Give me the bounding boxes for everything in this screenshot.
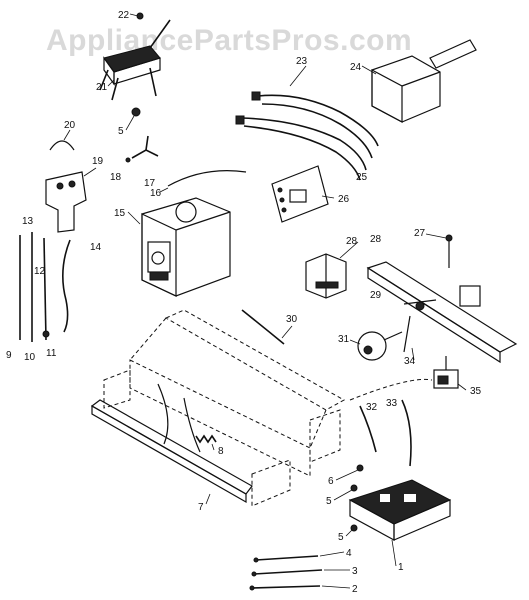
part-28-screw bbox=[445, 234, 453, 268]
callout-24: 23 bbox=[296, 56, 308, 67]
part-35-rod bbox=[403, 299, 437, 353]
callout-35: 34 bbox=[404, 356, 416, 367]
frame-assembly bbox=[90, 309, 346, 507]
part-17-wire bbox=[167, 170, 247, 187]
callout-1: 1 bbox=[398, 562, 404, 573]
callout-25: 24 bbox=[350, 62, 362, 73]
callout-11: 10 bbox=[24, 352, 36, 363]
watermark-text: AppliancePartsPros.com bbox=[46, 24, 412, 57]
part-27-circuit-board bbox=[271, 165, 329, 223]
callout-7: 6 bbox=[328, 476, 334, 487]
callout-20: 19 bbox=[92, 156, 104, 167]
callout-17: 16 bbox=[150, 188, 162, 199]
callout-22: 21 bbox=[96, 82, 108, 93]
parts-24-26-harness bbox=[235, 91, 379, 181]
callout-28a: 27 bbox=[414, 228, 426, 239]
callout-31: 30 bbox=[286, 314, 298, 325]
part-25-control-box bbox=[371, 39, 477, 123]
callout-23: 22 bbox=[118, 10, 130, 21]
callout-16: 15 bbox=[114, 208, 126, 219]
callout-26: 25 bbox=[356, 172, 368, 183]
part-32-motor bbox=[357, 331, 403, 361]
parts-5-6-7-fasteners bbox=[350, 464, 364, 532]
callout-5b: 5 bbox=[338, 532, 344, 543]
callout-14: 13 bbox=[22, 216, 34, 227]
callout-9: 8 bbox=[218, 446, 224, 457]
part-16-motor bbox=[141, 197, 231, 297]
leader-lines bbox=[63, 13, 467, 589]
part-29-rail bbox=[366, 261, 518, 364]
part-5-fastener-upper bbox=[131, 107, 141, 117]
part-31-wire bbox=[241, 309, 285, 345]
parts-10-15-probes bbox=[19, 232, 71, 342]
callout-27: 26 bbox=[338, 194, 350, 205]
callout-13: 12 bbox=[34, 266, 46, 277]
parts-33-34-leads bbox=[349, 378, 433, 467]
callout-4: 4 bbox=[346, 548, 352, 559]
part-21-clip bbox=[49, 140, 75, 151]
callout-15: 14 bbox=[90, 242, 102, 253]
part-1-control-module bbox=[348, 479, 452, 542]
callout-33: 32 bbox=[366, 402, 378, 413]
callout-34: 33 bbox=[386, 398, 398, 409]
callout-21: 20 bbox=[64, 120, 76, 131]
callout-6: 5 bbox=[326, 496, 332, 507]
callout-36: 35 bbox=[470, 386, 482, 397]
part-36-valve bbox=[433, 356, 459, 389]
callout-8: 7 bbox=[198, 502, 204, 513]
callout-5a: 5 bbox=[118, 126, 124, 137]
callout-18: 17 bbox=[144, 178, 156, 189]
part-22-transformer bbox=[99, 12, 171, 101]
callout-32: 31 bbox=[338, 334, 350, 345]
parts-2-3-4-wires bbox=[249, 555, 323, 591]
part-30-transformer bbox=[305, 253, 347, 299]
callout-10: 9 bbox=[6, 350, 12, 361]
callout-19: 18 bbox=[110, 172, 122, 183]
callout-29: 28 bbox=[370, 234, 382, 245]
callout-2: 2 bbox=[352, 584, 358, 595]
part-20-bracket bbox=[45, 171, 87, 233]
part-9-spring bbox=[195, 434, 217, 444]
callout-3: 3 bbox=[352, 566, 358, 577]
callout-30: 28 bbox=[346, 236, 358, 247]
part-18-19-sensor bbox=[125, 135, 159, 163]
callout-12: 11 bbox=[46, 348, 57, 359]
callout-28b: 29 bbox=[370, 290, 382, 301]
